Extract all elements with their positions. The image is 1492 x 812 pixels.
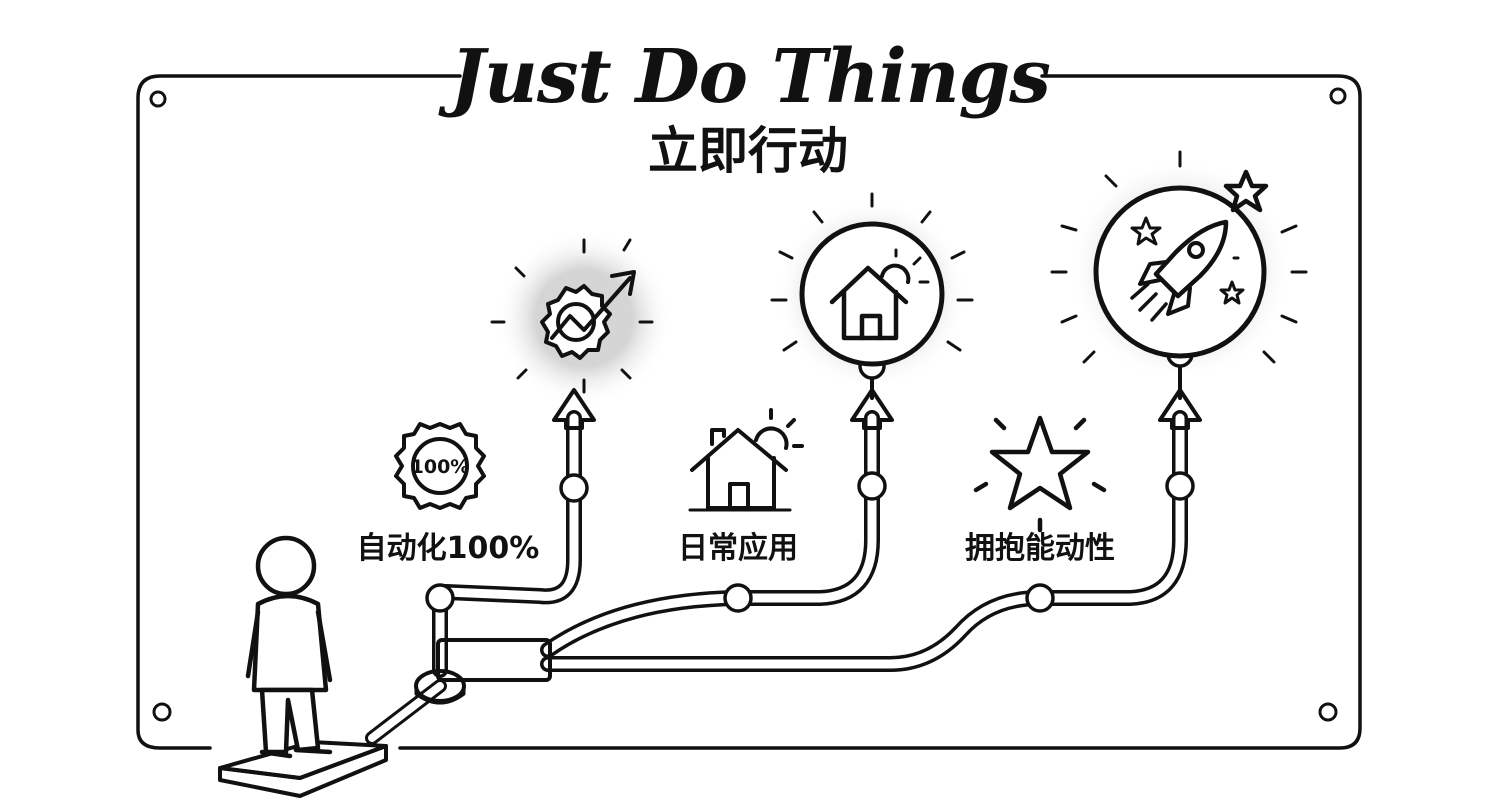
arrow-up-icon [850, 388, 894, 430]
path-node [857, 471, 887, 501]
branch-label-daily-use: 日常应用 [678, 531, 798, 566]
gear-growth-icon [490, 238, 654, 394]
arrowheads [552, 388, 1202, 430]
house-icon [688, 408, 804, 512]
screw-top-right-icon [1329, 87, 1347, 105]
paths [365, 360, 1188, 745]
page-title: Just Do Things [438, 34, 1050, 120]
gear-badge-text: 100% [411, 456, 470, 478]
rocket-icon [1050, 150, 1308, 364]
person-figure [245, 535, 333, 759]
junction [414, 638, 552, 705]
arrow-up-icon [552, 388, 596, 430]
path-node [559, 473, 589, 503]
path-node [1165, 471, 1195, 501]
star-icon [973, 415, 1107, 533]
page-subtitle: 立即行动 [648, 122, 848, 180]
arrow-up-icon [1158, 388, 1202, 430]
house-sun-icon [770, 192, 974, 367]
branch-label-agency: 拥抱能动性 [965, 531, 1115, 566]
screw-top-left-icon [149, 90, 167, 108]
board-frame [136, 74, 1362, 750]
path-node [1025, 583, 1055, 613]
screw-bottom-left-icon [152, 702, 172, 722]
screw-bottom-right-icon [1318, 702, 1338, 722]
branch-label-automation: 自动化100% [357, 531, 540, 566]
gear-100-icon: 100% [394, 422, 486, 510]
path-node [723, 583, 753, 613]
path-node [425, 583, 455, 613]
